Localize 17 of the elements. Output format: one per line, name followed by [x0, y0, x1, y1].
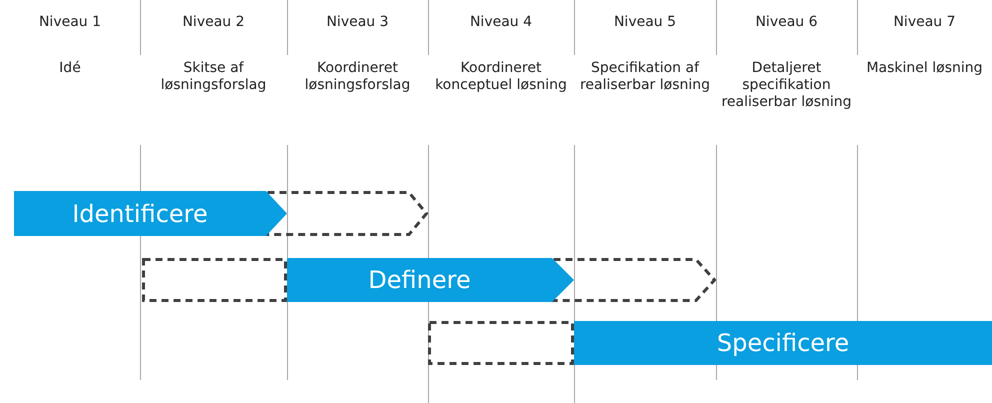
level-description: Koordineret konceptuel løsning — [434, 60, 568, 94]
level-description: Skitse af løsningsforslag — [160, 60, 268, 94]
phase-label: Specificere — [716, 329, 850, 357]
level-heading: Niveau 1 — [38, 14, 102, 31]
level-heading: Niveau 4 — [468, 14, 534, 31]
level-heading: Niveau 6 — [754, 14, 819, 31]
level-description: Maskinel løsning — [865, 60, 984, 77]
level-description: Detaljeret specifikation realiserbar løsning — [720, 60, 853, 111]
level-heading: Niveau 5 — [612, 14, 678, 31]
phase-label: Identificere — [72, 200, 208, 228]
phase-label: Definere — [368, 266, 471, 294]
level-description: Koordineret løsningsforslag — [304, 60, 412, 94]
level-heading: Niveau 2 — [181, 14, 246, 31]
level-description: Specifikation af realiserbar løsning — [578, 60, 712, 94]
level-description: Idé — [58, 60, 82, 77]
level-heading: Niveau 3 — [325, 14, 390, 31]
level-heading: Niveau 7 — [892, 14, 957, 31]
